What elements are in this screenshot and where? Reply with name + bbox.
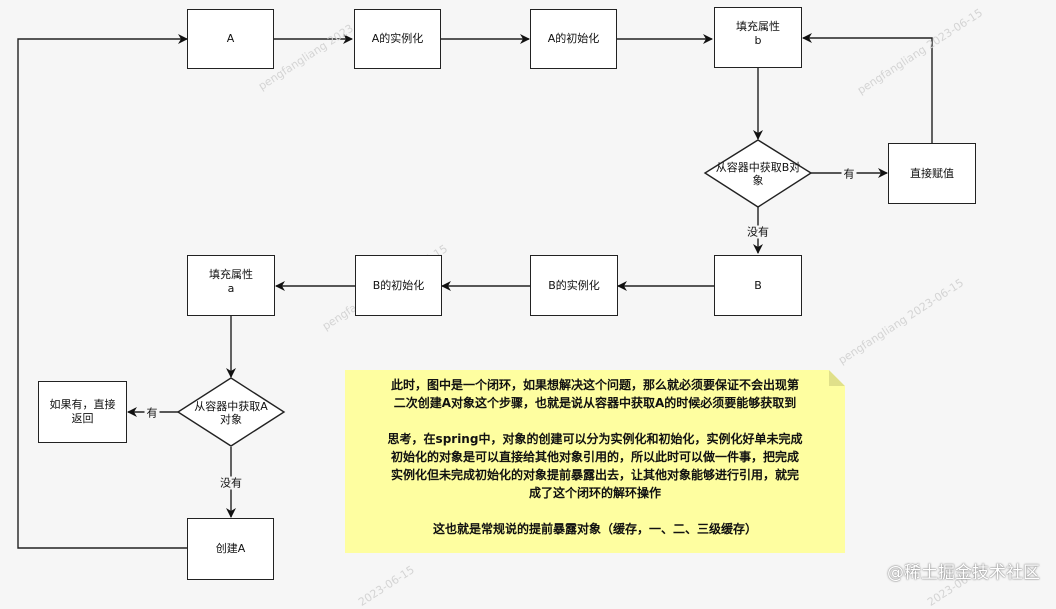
- note-line: 思考，在spring中，对象的创建可以分为实例化和初始化，实例化好单未完成: [387, 432, 803, 446]
- edge-create-a-to-a: [17, 34, 188, 549]
- node-direct-assign[interactable]: 直接赋值: [888, 143, 976, 204]
- explanation-note: 此时，图中是一个闭环，如果想解决这个问题，那么就必须要保证不会出现第 二次创建A…: [345, 370, 845, 553]
- node-direct-assign-label: 直接赋值: [910, 166, 954, 180]
- site-watermark: @稀土掘金技术社区: [887, 563, 1040, 583]
- node-fill-b-label: 填充属性 b: [736, 20, 780, 47]
- edge-label-has-a: 有: [144, 406, 160, 420]
- node-a[interactable]: A: [187, 9, 274, 69]
- note-line: 初始化的对象是可以直接给其他对象引用的，所以此时可以做一件事，把完成: [390, 450, 799, 464]
- node-b-instance[interactable]: B的实例化: [530, 255, 618, 316]
- node-a-label: A: [226, 32, 235, 45]
- node-b-init[interactable]: B的初始化: [355, 255, 442, 316]
- node-a-init[interactable]: A的初始化: [530, 9, 617, 69]
- decision-get-a-label: 从容器中获取A 对象: [194, 400, 268, 426]
- edge-label-has-b: 有: [841, 167, 857, 181]
- node-create-a-label: 创建A: [215, 542, 246, 555]
- note-line: 这也就是常规说的提前暴露对象（缓存，一、二、三级缓存）: [432, 522, 757, 536]
- node-b-init-label: B的初始化: [372, 278, 425, 292]
- node-return-if-exists-label: 如果有，直接 返回: [49, 398, 116, 425]
- note-line: 此时，图中是一个闭环，如果想解决这个问题，那么就必须要保证不会出现第: [390, 378, 799, 392]
- node-b[interactable]: B: [714, 255, 802, 316]
- node-return-if-exists[interactable]: 如果有，直接 返回: [38, 381, 127, 443]
- edge-direct-assign-to-fill-b: [802, 33, 933, 143]
- decision-get-a-shape: [176, 377, 286, 447]
- node-a-instance-label: A的实例化: [371, 32, 424, 45]
- node-fill-a-label: 填充属性 a: [209, 268, 253, 295]
- node-fill-a[interactable]: 填充属性 a: [187, 255, 275, 316]
- note-line: 二次创建A对象这个步骤，也就是说从容器中获取A的时候必须要能够获取到: [393, 396, 797, 410]
- edge-label-no-b: 没有: [745, 225, 771, 239]
- node-a-instance[interactable]: A的实例化: [354, 9, 441, 69]
- node-b-instance-label: B的实例化: [548, 278, 600, 292]
- note-line: 成了这个闭环的解环操作: [528, 486, 661, 500]
- node-fill-b[interactable]: 填充属性 b: [714, 7, 802, 68]
- node-a-init-label: A的初始化: [547, 32, 600, 45]
- note-line: 实例化但未完成初始化的对象提前暴露出去，让其他对象能够进行引用，就完: [390, 468, 799, 482]
- node-create-a[interactable]: 创建A: [187, 518, 274, 580]
- node-b-label: B: [754, 278, 762, 292]
- note-fold-corner: [829, 370, 845, 386]
- decision-get-b-shape: [703, 139, 813, 208]
- decision-get-b-label: 从容器中获取B对 象: [715, 161, 801, 187]
- edge-label-no-a: 没有: [218, 476, 244, 490]
